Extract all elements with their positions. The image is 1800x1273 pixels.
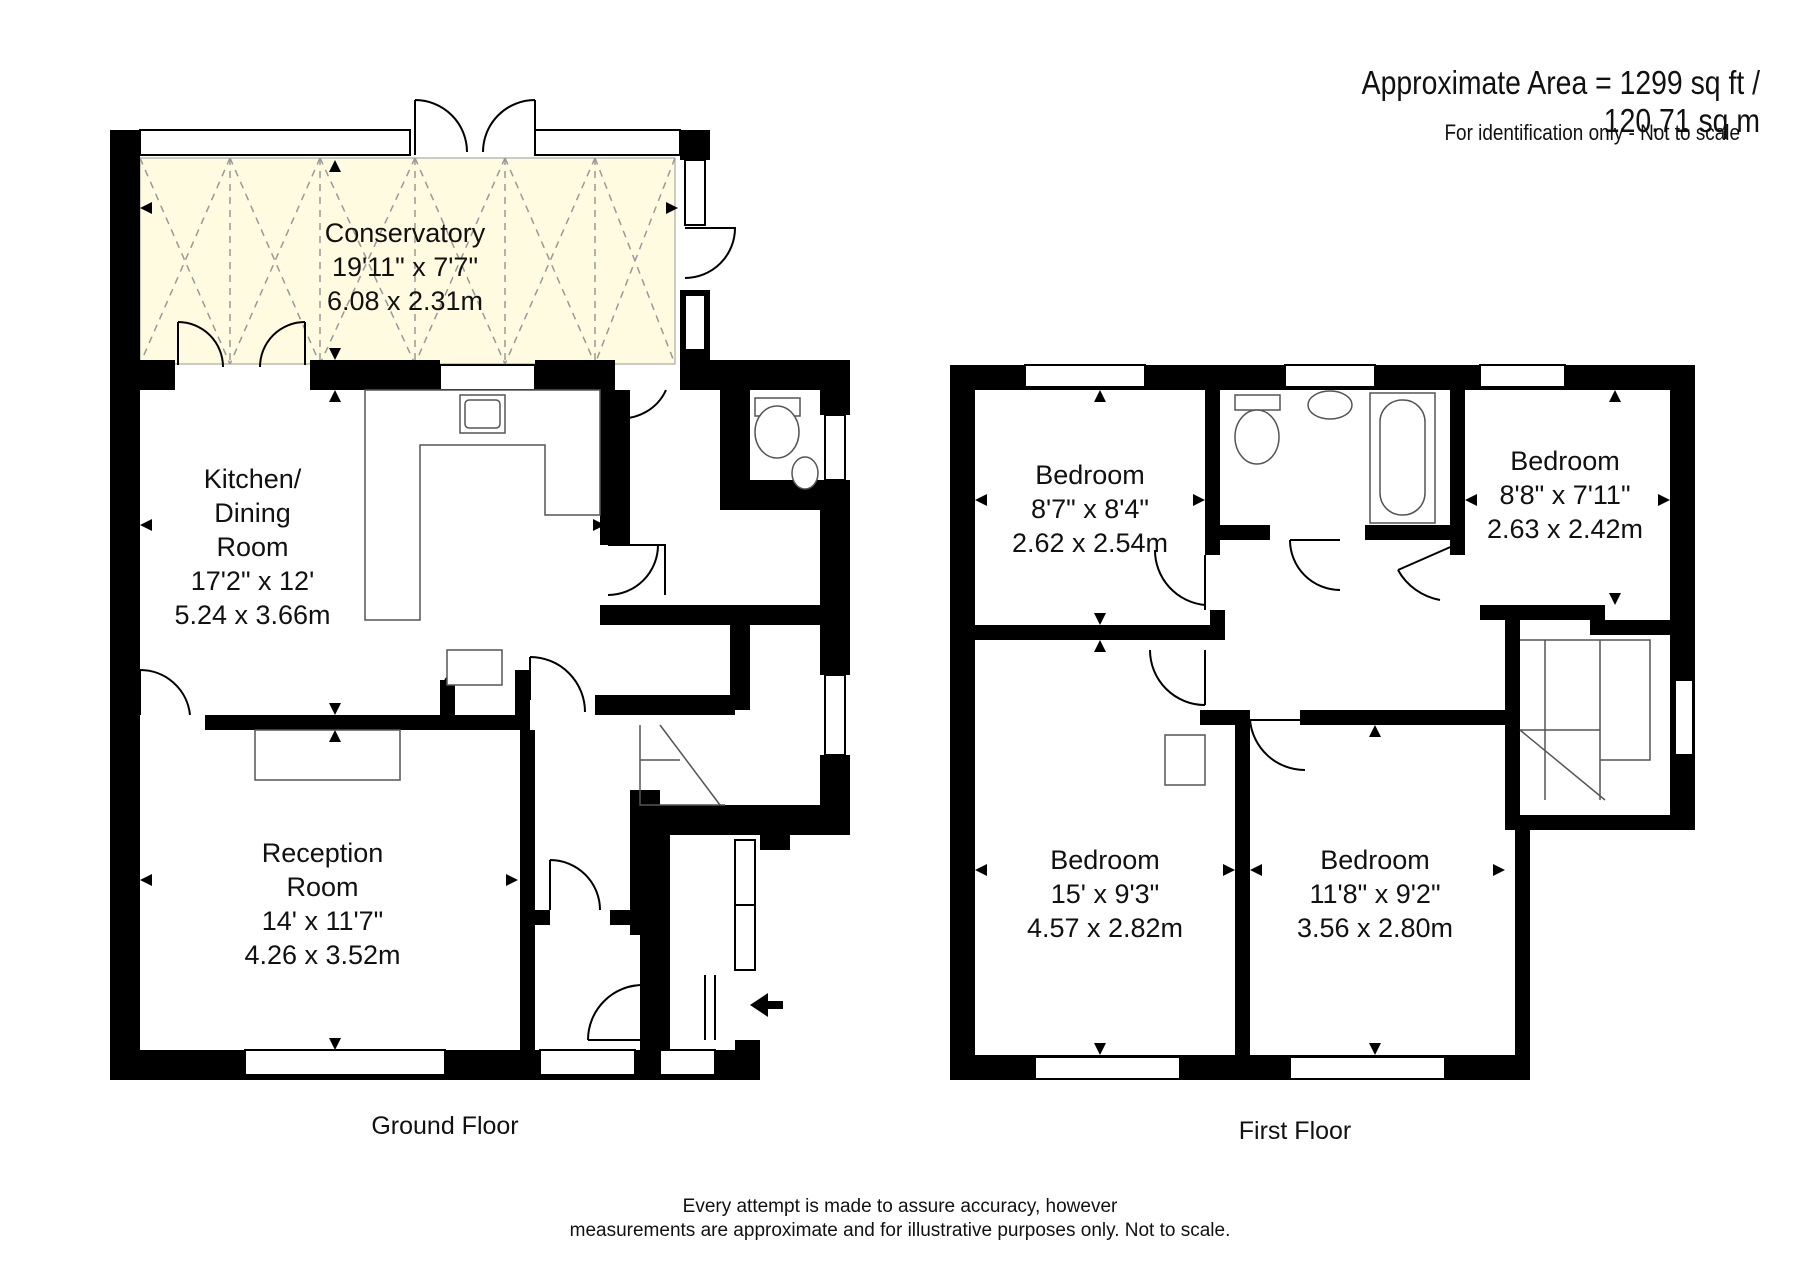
room-label-kitchen-dining: Kitchen/ Dining Room 17'2" x 12' 5.24 x …: [155, 462, 350, 632]
bathroom-fixtures: [1164, 390, 1436, 786]
room-name: Bedroom: [1510, 446, 1620, 476]
room-name-line1: Reception: [261, 838, 384, 868]
ground-wc-fixtures: [754, 397, 819, 490]
room-name: Bedroom: [1050, 845, 1160, 875]
room-size-metric: 4.26 x 3.52m: [244, 940, 401, 970]
room-size-metric: 3.56 x 2.80m: [1296, 913, 1454, 943]
room-size-metric: 6.08 x 2.31m: [326, 286, 484, 316]
room-size-imperial: 14' x 11'7": [261, 906, 384, 936]
room-size-imperial: 19'11" x 7'7": [331, 252, 479, 282]
room-label-bedroom-3: Bedroom 15' x 9'3" 4.57 x 2.82m: [1015, 843, 1195, 945]
conservatory-glazing: [139, 157, 676, 365]
room-size-imperial: 15' x 9'3": [1050, 879, 1160, 909]
room-size-imperial: 8'7" x 8'4": [1030, 494, 1150, 524]
room-name: Conservatory: [324, 218, 486, 248]
ground-dimension-markers: [140, 160, 783, 1050]
room-label-conservatory: Conservatory 19'11" x 7'7" 6.08 x 2.31m: [300, 216, 510, 318]
room-size-imperial: 8'8" x 7'11": [1499, 480, 1631, 510]
room-size-metric: 2.62 x 2.54m: [1011, 528, 1169, 558]
disclaimer-line-1: Every attempt is made to assure accuracy…: [682, 1196, 1118, 1217]
room-name: Bedroom: [1320, 845, 1430, 875]
room-label-bedroom-1: Bedroom 8'7" x 8'4" 2.62 x 2.54m: [1000, 458, 1180, 560]
disclaimer-line-2: measurements are approximate and for ill…: [569, 1220, 1231, 1241]
room-name-line2: Room: [286, 872, 359, 902]
first-floor-stairs: [1519, 639, 1651, 801]
room-name-line3: Room: [216, 532, 289, 562]
room-name-line2: Dining: [214, 498, 291, 528]
room-label-bedroom-2: Bedroom 8'8" x 7'11" 2.63 x 2.42m: [1475, 444, 1655, 546]
kitchen-units: [254, 389, 601, 781]
room-size-metric: 4.57 x 2.82m: [1026, 913, 1184, 943]
ground-floor-label: Ground Floor: [371, 1112, 519, 1140]
first-floor-label: First Floor: [1238, 1117, 1352, 1145]
room-size-imperial: 11'8" x 9'2": [1309, 879, 1441, 909]
identification-note: For identification only - Not to scale: [1444, 120, 1740, 145]
room-label-bedroom-4: Bedroom 11'8" x 9'2" 3.56 x 2.80m: [1285, 843, 1465, 945]
first-floor-windows: [1024, 364, 1694, 1080]
room-label-reception: Reception Room 14' x 11'7" 4.26 x 3.52m: [230, 836, 415, 972]
ground-stairs: [639, 724, 725, 806]
room-size-metric: 2.63 x 2.42m: [1486, 514, 1644, 544]
first-floor-doors: [1149, 539, 1456, 772]
ground-floor-windows: [139, 129, 846, 1076]
room-size-metric: 5.24 x 3.66m: [174, 600, 331, 630]
room-size-imperial: 17'2" x 12': [190, 566, 315, 596]
first-floor-plan: [950, 364, 1695, 1080]
approximate-area-title: Approximate Area = 1299 sq ft / 120.71 s…: [1361, 64, 1760, 139]
room-name-line1: Kitchen/: [203, 464, 302, 494]
first-dimension-markers: [975, 390, 1670, 1055]
room-name: Bedroom: [1035, 460, 1145, 490]
ground-floor-plan: [110, 99, 850, 1080]
